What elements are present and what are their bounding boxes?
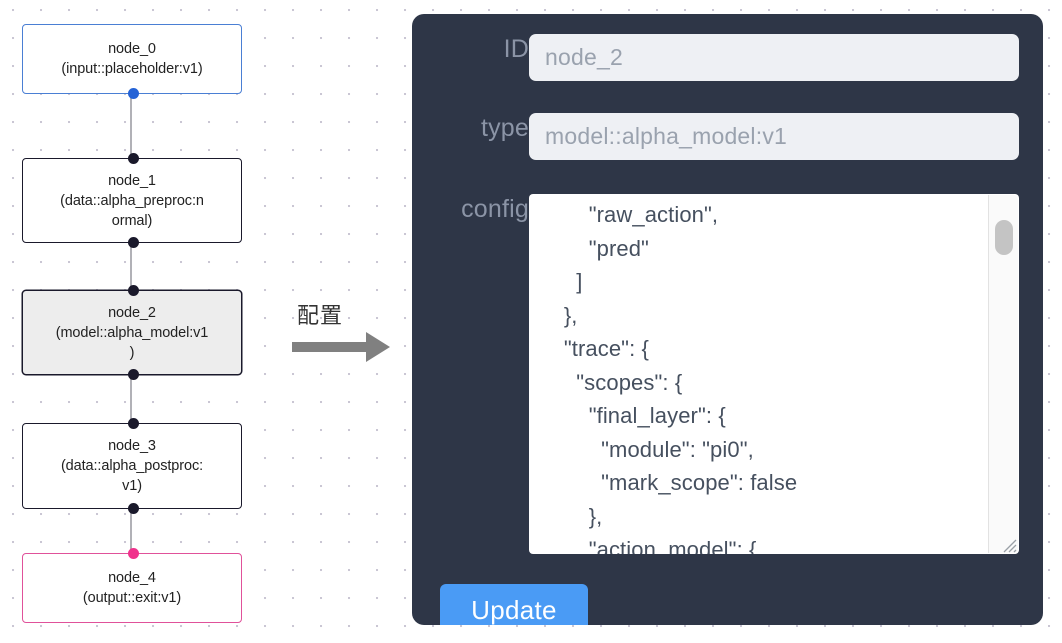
node-handle-source[interactable]	[128, 369, 139, 380]
right-arrow-icon	[292, 332, 390, 362]
edge-node1-node2	[130, 243, 132, 293]
graph-node-node_3[interactable]: node_3 (data::alpha_postproc: v1)	[22, 418, 242, 514]
node-handle-target[interactable]	[128, 285, 139, 296]
graph-node-label: node_4 (output::exit:v1)	[82, 570, 182, 606]
graph-node-label: node_0 (input::placeholder:v1)	[61, 41, 203, 77]
page-bottom-strip	[0, 628, 1062, 643]
node-handle-source[interactable]	[128, 88, 139, 99]
graph-node-label: node_2 (model::alpha_model:v1 )	[55, 304, 209, 361]
graph-node-label: node_3 (data::alpha_postproc: v1)	[60, 438, 204, 494]
field-row-config: config	[426, 194, 1019, 554]
config-scrollbar-track[interactable]	[988, 195, 1018, 553]
config-scrollbar-thumb[interactable]	[995, 220, 1013, 255]
field-row-id: ID	[426, 34, 1019, 81]
graph-node-label: node_1 (data::alpha_preproc:n ormal)	[60, 172, 204, 229]
graph-node-node_0[interactable]: node_0 (input::placeholder:v1)	[22, 24, 242, 99]
field-row-type: type	[426, 113, 1019, 160]
update-button[interactable]: Update	[440, 584, 588, 625]
graph-node-node_1[interactable]: node_1 (data::alpha_preproc:n ormal)	[22, 153, 242, 248]
node-handle-source[interactable]	[128, 503, 139, 514]
type-field-label: type	[480, 114, 529, 142]
node-handle-target[interactable]	[128, 418, 139, 429]
edge-node0-node1	[130, 90, 132, 162]
graph-node-node_4[interactable]: node_4 (output::exit:v1)	[22, 548, 242, 623]
edge-node3-node4	[130, 509, 132, 553]
edge-node2-node3	[130, 375, 132, 423]
flow-graph-canvas[interactable]: node_0 (input::placeholder:v1) node_1 (d…	[0, 0, 1062, 628]
config-field-label: config	[461, 195, 529, 223]
id-input[interactable]	[529, 34, 1019, 81]
node-handle-target[interactable]	[128, 153, 139, 164]
node-handle-source[interactable]	[128, 237, 139, 248]
config-textarea[interactable]	[529, 194, 1019, 554]
id-field-label: ID	[503, 35, 529, 63]
transition-label: 配置	[297, 304, 344, 329]
graph-node-node_2[interactable]: node_2 (model::alpha_model:v1 )	[22, 285, 242, 380]
type-input[interactable]	[529, 113, 1019, 160]
node-handle-target[interactable]	[128, 548, 139, 559]
node-config-panel: ID type config Update	[412, 14, 1043, 625]
config-textarea-wrapper	[529, 194, 1019, 554]
